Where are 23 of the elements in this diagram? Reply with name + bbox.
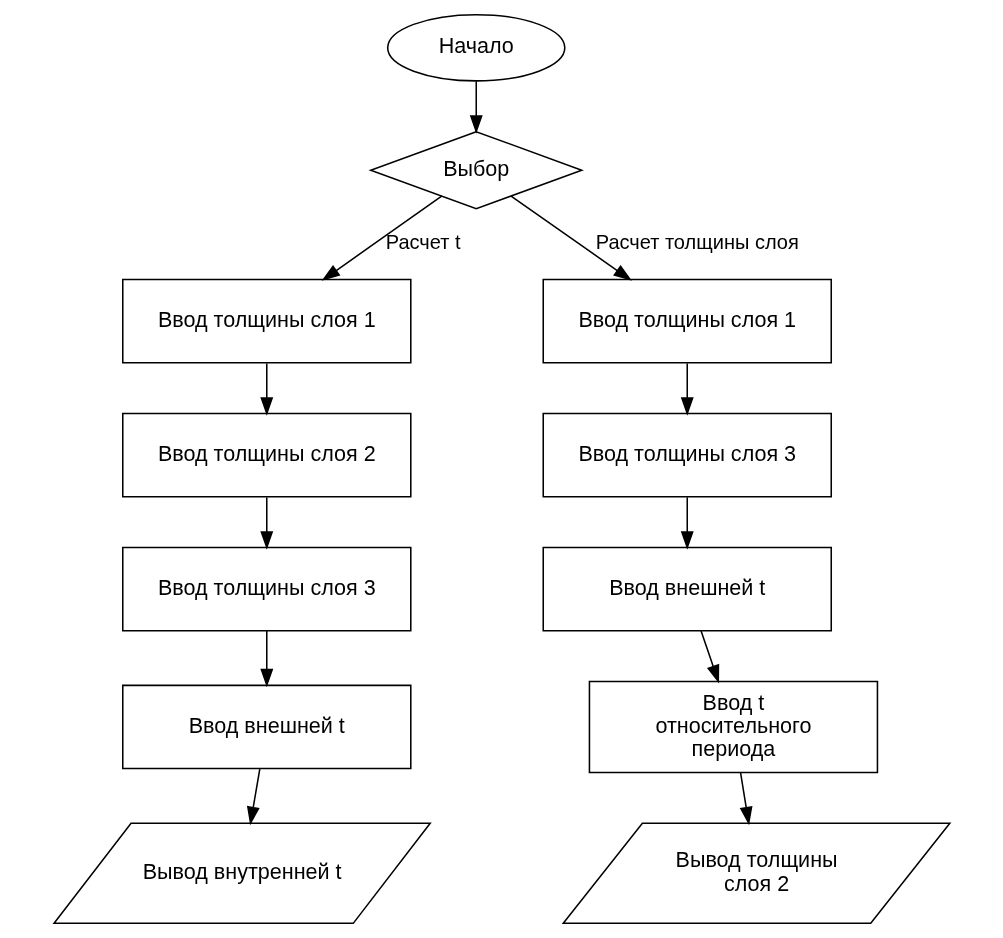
arrow bbox=[680, 362, 694, 416]
arrow bbox=[259, 496, 273, 550]
arrow bbox=[699, 630, 719, 684]
node-box: Ввод внешней t bbox=[541, 546, 832, 632]
arrow bbox=[509, 195, 632, 281]
node-box: Ввод толщины слоя 2 bbox=[121, 412, 412, 498]
node-box: Ввод t относительного периода bbox=[588, 680, 878, 774]
arrow bbox=[259, 362, 273, 416]
node-box: Ввод толщины слоя 3 bbox=[541, 412, 832, 498]
arrow bbox=[739, 771, 752, 826]
edge-label: Расчет толщины слоя bbox=[595, 231, 799, 254]
node-ellipse: Начало bbox=[386, 13, 566, 82]
edge-label: Расчет t bbox=[385, 231, 460, 254]
arrow bbox=[321, 195, 442, 281]
arrow bbox=[680, 496, 694, 550]
node-box: Ввод толщины слоя 1 bbox=[541, 278, 832, 364]
node-box: Ввод толщины слоя 1 bbox=[121, 278, 412, 364]
arrow bbox=[246, 768, 261, 826]
arrow bbox=[259, 630, 273, 688]
node-diamond: Выбор bbox=[368, 130, 584, 210]
node-box: Ввод толщины слоя 3 bbox=[121, 546, 412, 632]
node-box: Ввод внешней t bbox=[121, 684, 412, 770]
arrow bbox=[469, 80, 483, 134]
